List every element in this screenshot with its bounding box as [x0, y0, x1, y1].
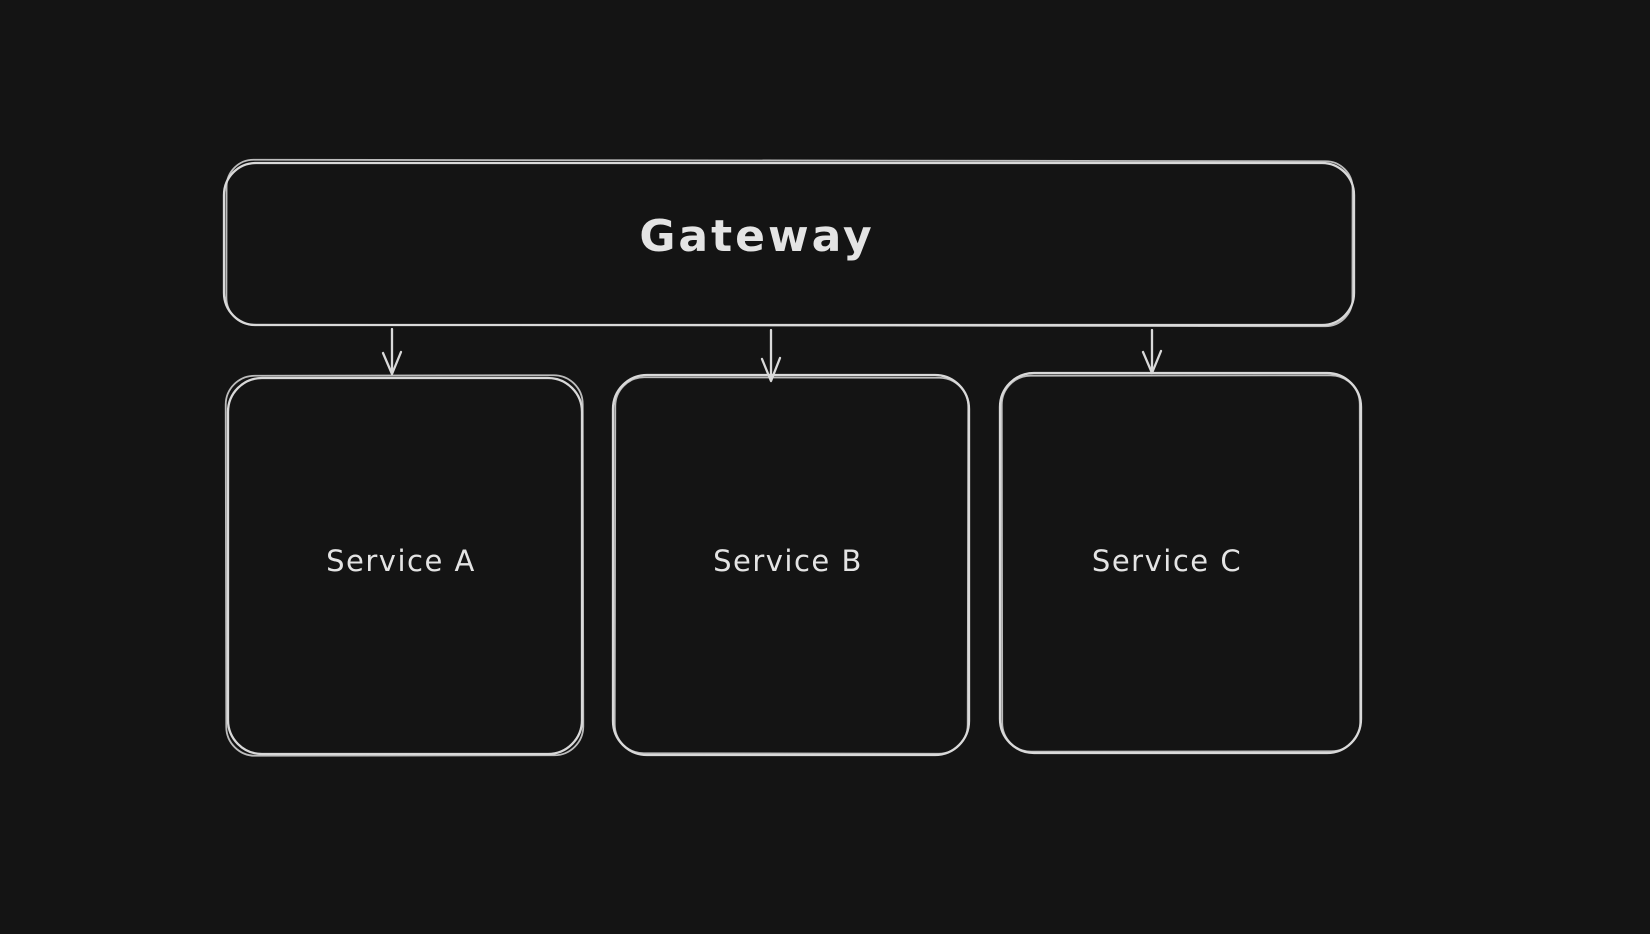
arrow-head-icon: [760, 356, 782, 383]
service-c-box-outline-sketch-pass: [1000, 374, 1362, 753]
service-b-label: Service B: [713, 544, 863, 578]
arrow-gateway-to-service-a[interactable]: [381, 327, 403, 376]
gateway-node[interactable]: Gateway: [222, 158, 1356, 328]
gateway-box-outline-sketch-pass: [225, 158, 1354, 328]
service-a-label: Service A: [326, 544, 476, 578]
service-c-box-outline: [998, 371, 1363, 755]
arrow-head-icon: [1141, 349, 1163, 375]
service-b-node[interactable]: Service B: [611, 373, 971, 757]
service-c-node[interactable]: Service C: [998, 371, 1363, 755]
service-c-label: Service C: [1092, 544, 1242, 578]
service-a-node[interactable]: Service A: [224, 374, 585, 757]
service-a-box-outline-sketch-pass: [224, 374, 585, 757]
service-b-box-outline-sketch-pass: [613, 376, 970, 755]
service-b-box-outline: [611, 373, 971, 757]
gateway-label: Gateway: [639, 211, 874, 262]
arrow-head-icon: [381, 350, 403, 376]
service-a-box-outline: [226, 376, 584, 756]
arrow-gateway-to-service-b[interactable]: [760, 328, 782, 383]
arrow-gateway-to-service-c[interactable]: [1141, 328, 1163, 375]
